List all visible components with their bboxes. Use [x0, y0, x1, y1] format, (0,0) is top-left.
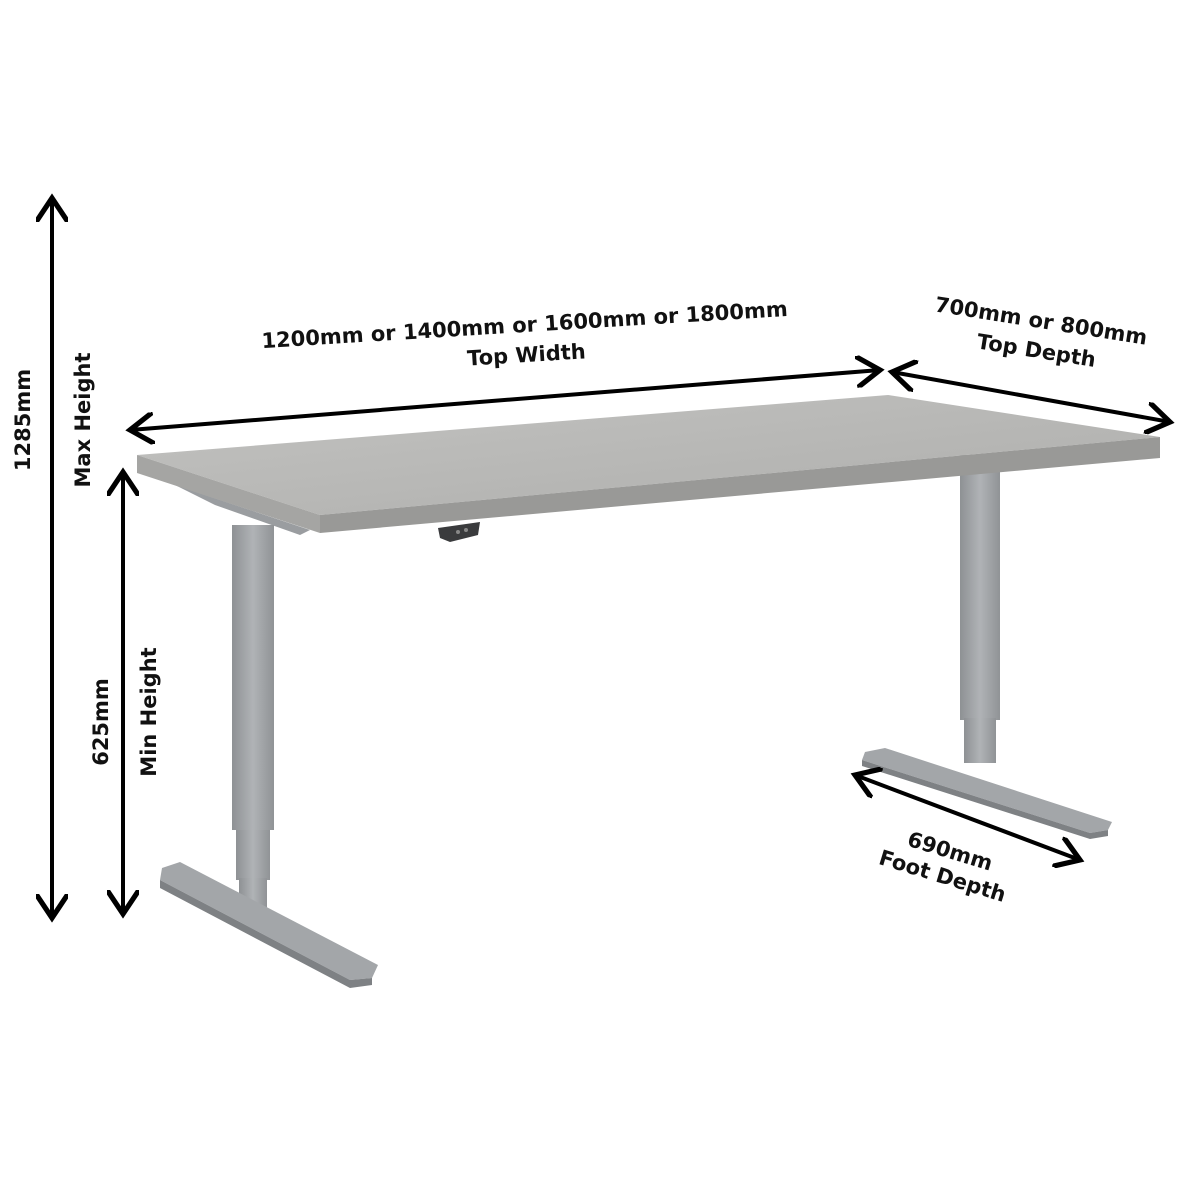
max-height-value: 1285mm — [11, 369, 35, 471]
top-width-arrow — [130, 370, 880, 430]
foot-depth-arrow — [855, 775, 1080, 860]
min-height-value: 625mm — [89, 678, 113, 766]
right-leg — [862, 455, 1112, 839]
max-height-label: Max Height — [71, 353, 95, 488]
top-depth-arrow — [892, 372, 1170, 422]
left-leg — [160, 485, 378, 988]
min-height-label: Min Height — [137, 647, 161, 776]
top-width-label: Top Width — [466, 339, 586, 370]
height-control-panel — [438, 522, 480, 542]
